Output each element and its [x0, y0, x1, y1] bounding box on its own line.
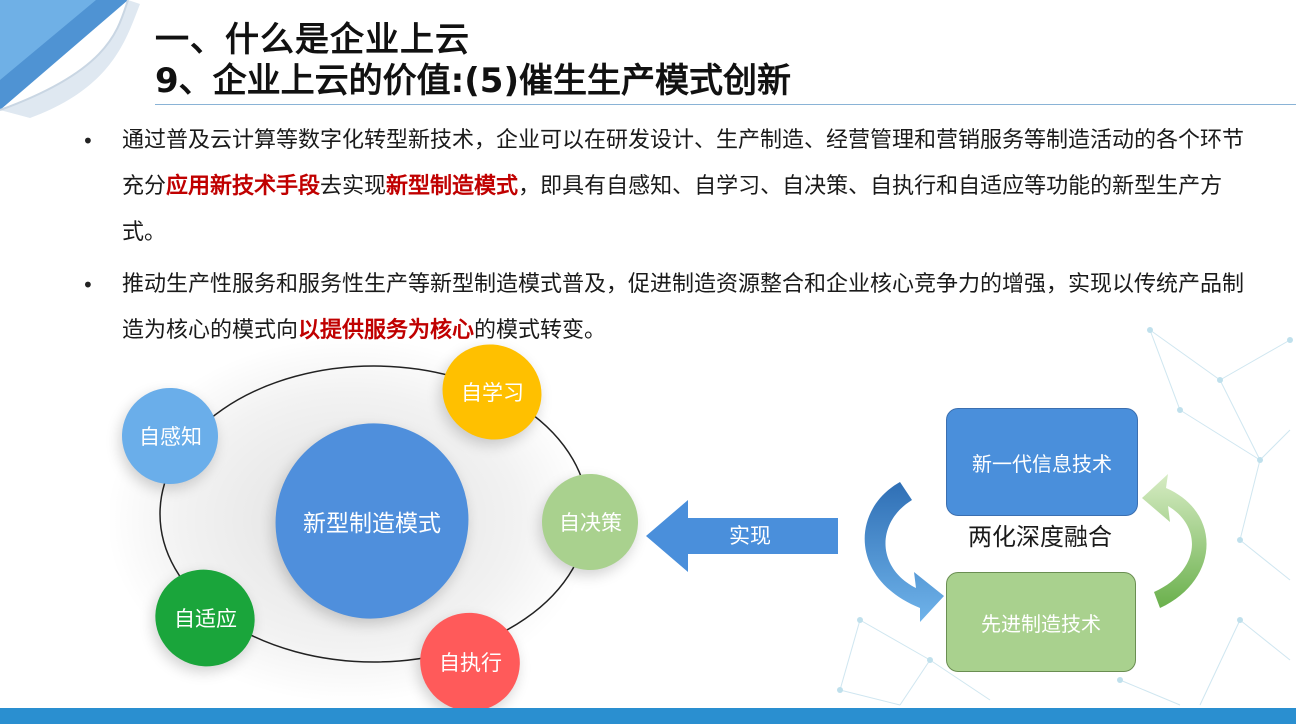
bullet-text-segment: 的模式转变。 — [474, 318, 607, 343]
self-decision-label: 自决策 — [558, 511, 622, 535]
title-divider — [155, 104, 1296, 105]
info-tech-box: 新一代信息技术 — [946, 408, 1138, 516]
title-block: 一、什么是企业上云 9、企业上云的价值:(5)催生生产模式创新 — [155, 20, 791, 102]
bullet-text-segment: 推动生产性服务和服务性生产等新型制造模式普及，促进制造资源整合和企业核心竞争力的… — [122, 272, 1245, 343]
highlight-text: 新型制造模式 — [386, 174, 519, 199]
highlight-text: 应用新技术手段 — [166, 174, 321, 199]
self-executing-label: 自执行 — [438, 651, 502, 675]
realize-label: 实现 — [729, 524, 771, 548]
bullet-list: • 通过普及云计算等数字化转型新技术，企业可以在研发设计、生产制造、经营管理和营… — [82, 118, 1252, 360]
bullet-item: • 推动生产性服务和服务性生产等新型制造模式普及，促进制造资源整合和企业核心竞争… — [82, 262, 1252, 354]
advanced-mfg-box: 先进制造技术 — [946, 572, 1136, 672]
self-sensing-label: 自感知 — [138, 425, 202, 449]
core-mode-label: 新型制造模式 — [303, 511, 441, 537]
advanced-mfg-label: 先进制造技术 — [981, 611, 1101, 636]
page-curl-decoration-icon — [0, 0, 140, 118]
bottom-bar — [0, 708, 1296, 724]
fusion-label: 两化深度融合 — [968, 523, 1112, 551]
section-title: 一、什么是企业上云 — [155, 20, 470, 60]
bullet-marker: • — [82, 273, 94, 297]
highlight-text: 以提供服务为核心 — [298, 318, 475, 343]
left-arrow-icon — [646, 500, 838, 572]
bullet-item: • 通过普及云计算等数字化转型新技术，企业可以在研发设计、生产制造、经营管理和营… — [82, 118, 1252, 256]
self-adapting-label: 自适应 — [173, 607, 237, 631]
bullet-text-segment: 通过普及云计算等数字化转型新技术，企业可以在研发设计、生产制造、经营管理和营销服… — [122, 128, 1245, 199]
bullet-text: 通过普及云计算等数字化转型新技术，企业可以在研发设计、生产制造、经营管理和营销服… — [122, 118, 1252, 256]
info-tech-label: 新一代信息技术 — [972, 451, 1112, 476]
self-learning-label: 自学习 — [460, 381, 524, 405]
network-mesh-icon — [837, 327, 1293, 706]
bullet-text: 推动生产性服务和服务性生产等新型制造模式普及，促进制造资源整合和企业核心竞争力的… — [122, 262, 1252, 354]
bullet-text-segment: ，即具有自感知、自学习、自决策、自执行和自适应等功能的新型生产方式。 — [122, 174, 1223, 245]
bullet-text-segment: 去实现 — [320, 174, 387, 199]
bullet-marker: • — [82, 129, 94, 153]
page-title: 9、企业上云的价值:(5)催生生产模式创新 — [155, 61, 791, 101]
circular-arrows-icon — [864, 474, 1207, 622]
